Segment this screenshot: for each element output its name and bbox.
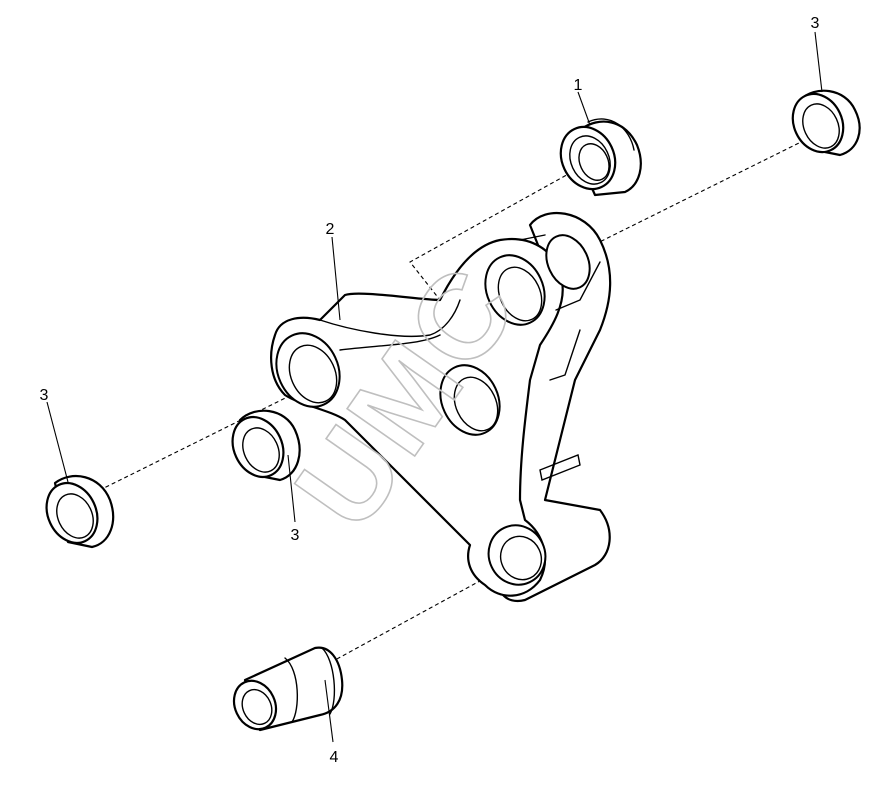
bushing-part-1: [559, 118, 642, 197]
bracket-hole-top-inner: [497, 266, 543, 322]
axis-line-part1: [409, 171, 573, 301]
callout-1: 1: [574, 77, 583, 94]
bracket-hole-top-back: [545, 234, 591, 290]
callout-labels: 1 2 3 3 3 4: [40, 15, 820, 766]
callout-leaders: [46, 31, 823, 743]
callout-2: 2: [326, 221, 335, 238]
bracket-hole-left-inner: [288, 344, 338, 404]
axis-line-part4: [334, 569, 501, 661]
bracket-hole-top: [484, 254, 546, 326]
bushing-part-3-left: [45, 474, 115, 549]
callout-3-left: 3: [40, 387, 49, 404]
bushing-part-3-top: [791, 89, 861, 157]
bracket-hole-middle-inner: [453, 376, 499, 432]
bracket-holes: [275, 234, 591, 586]
bracket-hole-bottom-inner: [499, 535, 543, 581]
callout-3-top: 3: [811, 15, 820, 32]
callout-4: 4: [330, 749, 339, 766]
bushing-part-3-middle: [231, 409, 301, 482]
callout-3-middle: 3: [291, 527, 300, 544]
pin-part-4: [232, 646, 344, 732]
bracket-part-2: [270, 211, 612, 603]
